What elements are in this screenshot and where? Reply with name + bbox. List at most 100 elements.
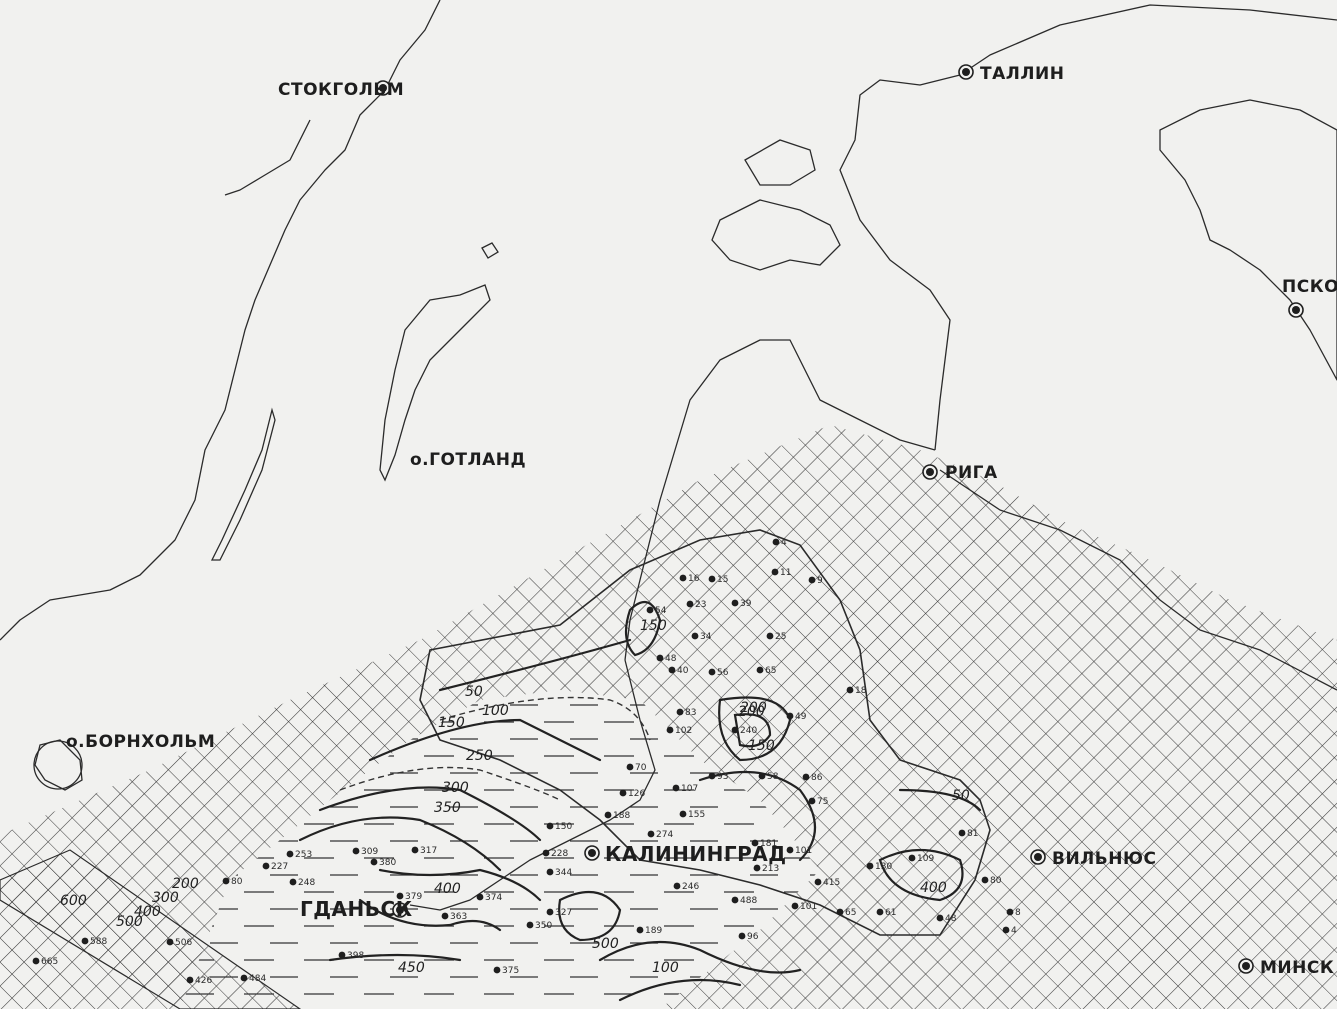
island-saaremaa (711, 199, 841, 271)
well-label: 102 (675, 726, 692, 736)
city-marker-dot (962, 68, 970, 76)
city-stockholm: СТОКГОЛЬМ (278, 80, 404, 100)
well-point: 75 (808, 797, 828, 807)
well-point: 253 (286, 850, 312, 860)
isoline-label: 200 (740, 700, 767, 716)
isoline-label: 400 (434, 881, 461, 897)
well-marker (772, 538, 780, 546)
coast-sweden-inner (224, 119, 311, 196)
coast-estonia (839, 4, 1337, 451)
well-label: 248 (298, 878, 315, 888)
isoline-label: 200 (172, 876, 199, 892)
well-label: 344 (555, 868, 572, 878)
well-point: 16 (679, 574, 700, 584)
well-marker (619, 789, 627, 797)
well-point: 96 (738, 932, 759, 942)
isoline (598, 940, 802, 974)
well-point: 101 (791, 902, 817, 912)
well-point: 54 (646, 606, 667, 616)
well-point: 8 (1006, 908, 1021, 918)
well-label: 109 (917, 854, 934, 864)
well-point: 248 (289, 878, 315, 888)
well-label: 25 (775, 632, 786, 642)
isoline-label: 100 (482, 703, 509, 719)
well-label: 4 (781, 538, 787, 548)
isoline (898, 788, 982, 812)
well-label: 61 (885, 908, 896, 918)
well-label: 101 (795, 846, 812, 856)
city-marker-dot (1242, 962, 1250, 970)
isoline-label: 50 (952, 788, 970, 804)
well-point: 309 (352, 847, 378, 857)
well-marker (766, 632, 774, 640)
isoline (368, 718, 602, 762)
isoline (339, 766, 561, 801)
well-marker (679, 574, 687, 582)
well-label: 327 (555, 908, 572, 918)
well-label: 155 (688, 810, 705, 820)
isoline-label: 350 (434, 800, 461, 816)
city-label: МИНСК (1260, 958, 1334, 978)
well-label: 228 (551, 849, 568, 859)
city-tallinn: ТАЛЛИН (958, 64, 1064, 84)
well-label: 484 (249, 974, 266, 984)
well-point: 49 (786, 712, 807, 722)
dashed-zone (180, 690, 820, 1009)
isoline-label: 150 (438, 715, 465, 731)
city-marker-dot (379, 84, 387, 92)
well-point: 109 (908, 854, 934, 864)
well-marker (731, 599, 739, 607)
well-marker (526, 921, 534, 929)
well-marker (808, 797, 816, 805)
well-label: 488 (740, 896, 757, 906)
city-vilnius: ВИЛЬНЮС (1030, 849, 1156, 869)
well-label: 130 (875, 862, 892, 872)
well-marker (686, 600, 694, 608)
well-marker (166, 938, 174, 946)
well-marker (81, 937, 89, 945)
well-marker (338, 951, 346, 959)
island-gotland (379, 284, 491, 482)
well-label: 380 (379, 858, 396, 868)
well-marker (836, 908, 844, 916)
well-label: 70 (635, 763, 647, 773)
well-point: 130 (866, 862, 892, 872)
well-label: 107 (681, 784, 698, 794)
well-marker (441, 912, 449, 920)
well-marker (791, 902, 799, 910)
well-label: 374 (485, 893, 502, 903)
isoline-label: 100 (652, 960, 679, 976)
well-marker (738, 932, 746, 940)
well-label: 96 (747, 932, 759, 942)
well-marker (708, 668, 716, 676)
well-marker (753, 864, 761, 872)
isoline (328, 953, 462, 962)
well-point: 181 (751, 839, 777, 849)
well-label: 665 (41, 957, 58, 967)
well-label: 40 (677, 666, 689, 676)
well-label: 398 (347, 951, 364, 961)
well-label: 588 (90, 937, 107, 947)
bornholm-circle (33, 740, 83, 790)
well-label: 246 (682, 882, 699, 892)
isoline (878, 848, 964, 902)
coast-lake-peipus (1159, 99, 1337, 381)
city-label: о.БОРНХОЛЬМ (66, 732, 215, 752)
well-point: 375 (493, 966, 519, 976)
coast-latvia (624, 339, 936, 661)
well-point: 80 (222, 877, 243, 887)
well-label: 34 (700, 632, 712, 642)
well-label: 80 (990, 876, 1002, 886)
city-label: РИГА (945, 463, 998, 483)
well-marker (751, 839, 759, 847)
island-hiiumaa (744, 139, 816, 186)
well-marker (32, 957, 40, 965)
city-label: КАЛИНИНГРАД (605, 842, 787, 866)
well-marker (679, 810, 687, 818)
well-label: 309 (361, 847, 378, 857)
city-label: ТАЛЛИН (980, 64, 1064, 84)
well-point: 317 (411, 846, 437, 856)
well-point: 488 (731, 896, 757, 906)
well-point: 15 (708, 575, 728, 585)
